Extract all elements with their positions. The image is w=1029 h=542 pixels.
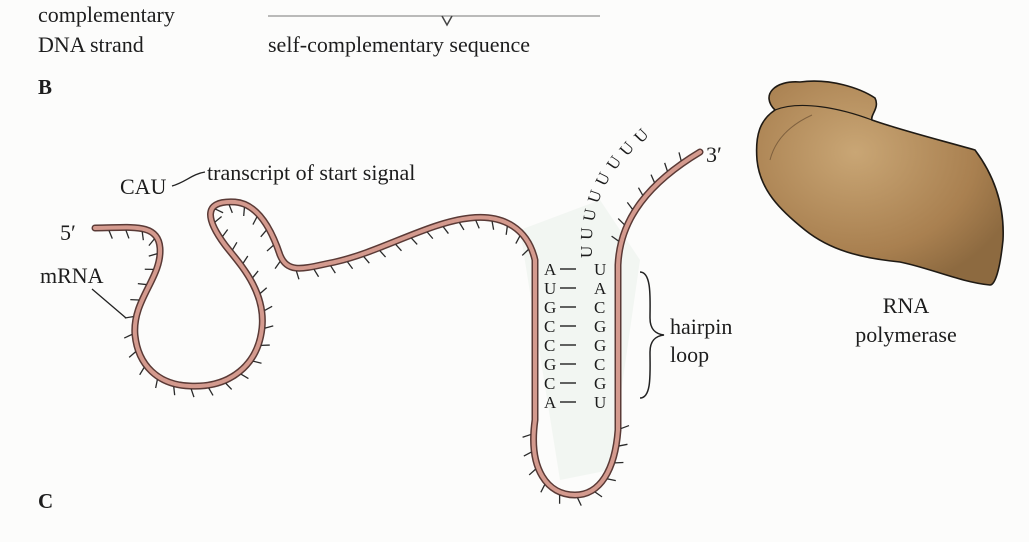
left-base: C — [544, 317, 555, 336]
right-base: U — [594, 393, 606, 412]
left-base: A — [544, 260, 557, 279]
complementary-dna-label-line1: complementary — [38, 2, 175, 27]
right-base: C — [594, 355, 605, 374]
right-base: U — [594, 260, 606, 279]
left-base: A — [544, 393, 557, 412]
right-base: G — [594, 317, 606, 336]
right-base: C — [594, 298, 605, 317]
start-signal-label: transcript of start signal — [207, 160, 415, 185]
hairpin-label-line1: hairpin — [670, 314, 732, 339]
cau-label: CAU — [120, 174, 167, 199]
left-base: U — [544, 279, 556, 298]
panel-c-label: C — [38, 489, 53, 513]
right-base: G — [594, 374, 606, 393]
right-base: G — [594, 336, 606, 355]
tail-base: U — [577, 246, 596, 258]
five-prime-label: 5′ — [60, 220, 76, 245]
three-prime-label: 3′ — [706, 142, 722, 167]
tail-base: U — [577, 227, 596, 240]
left-base: G — [544, 298, 556, 317]
mrna-label: mRNA — [40, 263, 104, 288]
left-base: C — [544, 374, 555, 393]
rna-polymerase-label-line2: polymerase — [855, 322, 956, 347]
nucleotide-tick — [244, 207, 245, 216]
self-complementary-label: self-complementary sequence — [268, 32, 530, 57]
complementary-dna-label-line2: DNA strand — [38, 32, 144, 57]
nucleotide-tick — [174, 387, 175, 395]
hairpin-label-line2: loop — [670, 342, 709, 367]
left-base: C — [544, 336, 555, 355]
left-base: G — [544, 355, 556, 374]
nucleotide-tick — [138, 284, 146, 285]
right-base: A — [594, 279, 607, 298]
panel-b-label: B — [38, 75, 52, 99]
rna-polymerase-label-line1: RNA — [883, 293, 930, 318]
